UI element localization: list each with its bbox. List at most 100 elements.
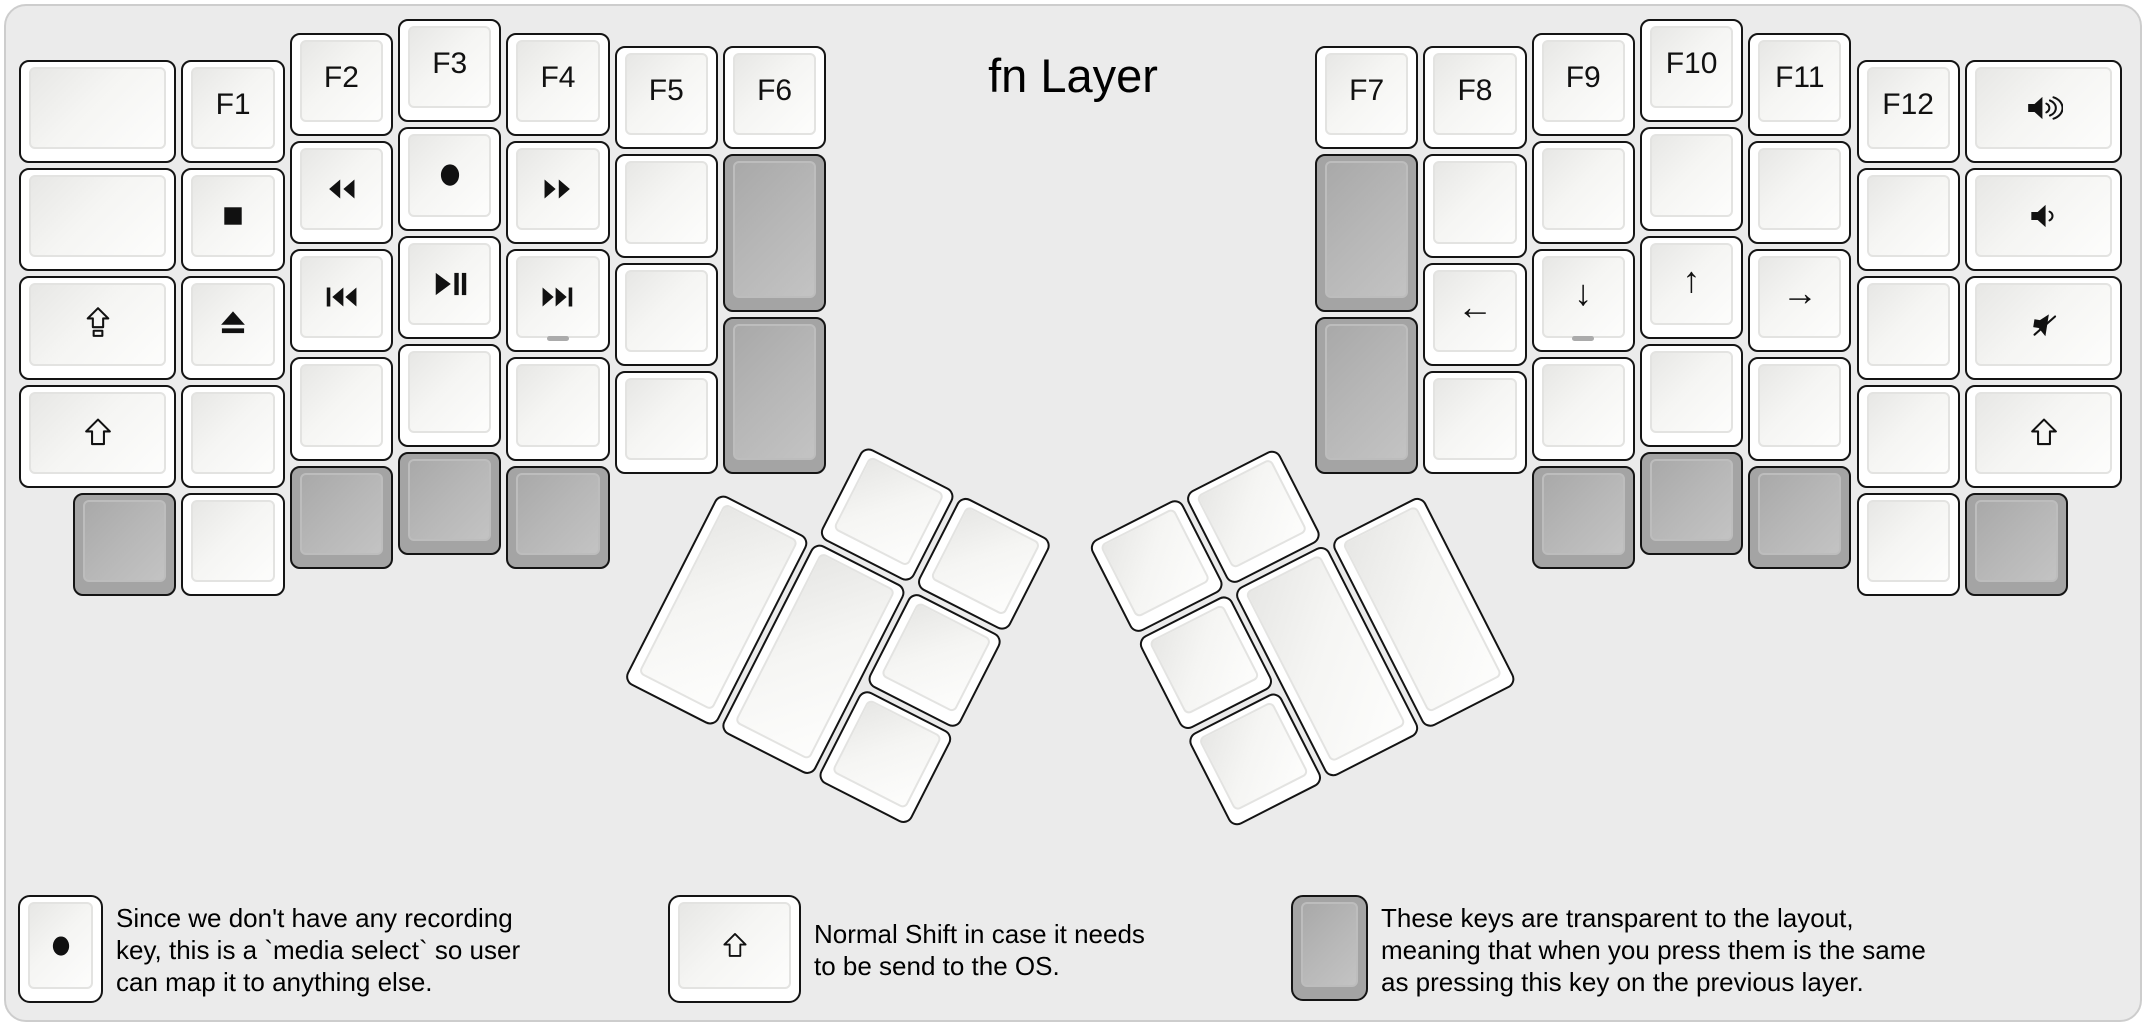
note-line: meaning that when you press them is the … — [1381, 935, 1926, 965]
keycap-face — [1974, 499, 2059, 583]
key-label: F4 — [540, 60, 576, 94]
keycap-face — [1099, 507, 1212, 619]
keycap-face — [191, 283, 275, 366]
transparent-key — [1748, 465, 1852, 570]
blank-key — [19, 59, 177, 163]
keycap-face: F3 — [408, 26, 492, 109]
keycap-face — [1541, 147, 1625, 231]
note-line: Normal Shift in case it needs — [814, 919, 1145, 949]
shift-key — [1964, 384, 2123, 488]
keycap-face — [1649, 350, 1734, 434]
keycap-face: F9 — [1541, 39, 1625, 122]
transparent-key — [722, 316, 827, 475]
blank-key — [1856, 492, 1960, 597]
key-label: F3 — [432, 47, 468, 81]
transparent-key — [722, 154, 827, 312]
volume-down-icon — [2030, 204, 2053, 228]
f10-key: F10 — [1639, 19, 1744, 123]
keycap-face: F10 — [1649, 26, 1734, 109]
shift-icon — [722, 932, 747, 957]
arrow-left-key: ← — [1423, 262, 1527, 366]
keycap-face — [1433, 161, 1517, 244]
keycap-face — [408, 134, 492, 217]
key-label: F7 — [1349, 74, 1385, 108]
arrow-down-key: ↓ — [1531, 249, 1635, 353]
keycap-face — [191, 391, 275, 474]
key-label: ↑ — [1682, 258, 1701, 300]
f5-key: F5 — [614, 46, 718, 150]
f6-key: F6 — [722, 46, 827, 150]
keycap-face — [83, 499, 167, 583]
keycap-face — [1974, 283, 2113, 366]
blank-key — [289, 357, 394, 461]
keycap-face — [832, 455, 945, 568]
keycap-face — [1866, 283, 1950, 366]
key-label: F12 — [1882, 87, 1934, 121]
keycap-face — [408, 459, 492, 542]
volume-up-key — [1964, 59, 2123, 163]
transparent-key — [1315, 316, 1419, 475]
note-line: to be send to the OS. — [814, 951, 1060, 981]
key-label: F9 — [1565, 60, 1601, 94]
key-label: → — [1781, 272, 1818, 314]
transparent-key — [506, 465, 610, 570]
keycap-face — [299, 364, 384, 447]
keycap-face — [299, 472, 384, 556]
key-label: F6 — [757, 74, 793, 108]
keycap-face: F6 — [732, 53, 817, 136]
keycap-face — [1433, 377, 1517, 461]
f3-key: F3 — [398, 19, 502, 123]
keycap-face — [1866, 391, 1950, 474]
transparent-key — [289, 465, 394, 570]
key-label: F10 — [1665, 47, 1718, 81]
note-line: key, this is a `media select` so user — [116, 935, 521, 965]
f1-key: F1 — [181, 59, 285, 163]
keycap-face — [732, 161, 817, 298]
keycap-face — [29, 174, 167, 258]
f9-key: F9 — [1531, 32, 1635, 136]
legend-key-sample — [668, 895, 801, 1003]
keycap-face — [624, 161, 708, 244]
note-line: These keys are transparent to the layout… — [1381, 903, 1854, 933]
shift-icon — [2030, 418, 2057, 445]
record-key — [398, 127, 502, 231]
keycap-face: F4 — [516, 39, 600, 122]
blank-key — [506, 357, 610, 461]
volume-up-icon — [2027, 96, 2063, 120]
keycap-face: F7 — [1325, 53, 1409, 136]
f8-key: F8 — [1423, 46, 1527, 150]
blank-key — [1856, 167, 1960, 272]
keycap-face — [408, 350, 492, 434]
keycap-face — [624, 269, 708, 352]
transparent-key — [1315, 154, 1419, 312]
play-pause-key — [398, 235, 502, 339]
eject-icon — [221, 311, 245, 334]
f2-key: F2 — [289, 32, 394, 136]
blank-key — [181, 384, 285, 488]
keycap-face — [1197, 700, 1310, 812]
key-label: F5 — [648, 74, 684, 108]
keycap-face: F12 — [1866, 66, 1950, 149]
keycap-face — [929, 505, 1041, 617]
transparent-note: These keys are transparent to the layout… — [1291, 895, 1926, 1005]
arrow-up-key: ↑ — [1639, 235, 1744, 339]
keycap-face — [1301, 902, 1358, 987]
stop-icon — [224, 207, 242, 225]
prev-track-key — [289, 249, 394, 353]
keycap-face: F8 — [1433, 53, 1517, 136]
key-label: ↓ — [1574, 272, 1593, 314]
blank-key — [19, 167, 177, 272]
keycap-face — [1649, 459, 1734, 542]
keycap-face — [29, 66, 167, 149]
keycap-face — [1325, 161, 1409, 298]
blank-key — [1856, 384, 1960, 488]
keycap-face — [29, 391, 167, 474]
note-line: as pressing this key on the previous lay… — [1381, 967, 1864, 997]
transparent-key — [73, 492, 177, 597]
keycap-face: F1 — [191, 66, 275, 149]
keycap-face — [29, 283, 167, 366]
eject-key — [181, 276, 285, 380]
keycap-face: F11 — [1758, 39, 1842, 122]
homing-bar — [546, 336, 569, 342]
